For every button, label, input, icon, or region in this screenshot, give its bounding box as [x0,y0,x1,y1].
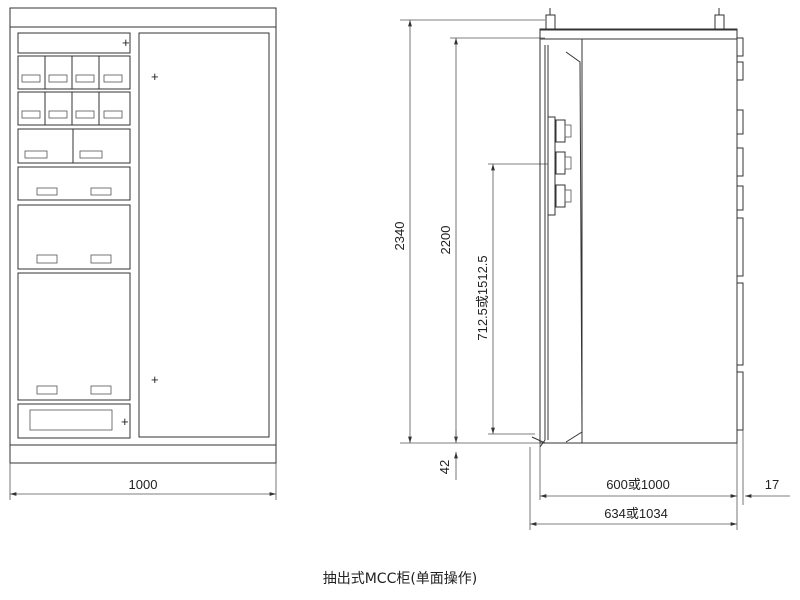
front-width-label: 1000 [129,477,158,492]
door-hinge-profile [565,51,583,443]
total-height-label: 2340 [392,222,407,251]
front-view: + [9,7,277,500]
lifting-lugs [545,8,725,30]
side-view: 2340 2200 712.5或1512.5 42 [392,8,790,530]
drawer-row-7: + [17,403,131,439]
depth-inner-label: 600或1000 [606,477,670,492]
drawer-row-5 [17,204,131,270]
drawer-row-6 [17,272,131,401]
depth-outer-label: 634或1034 [604,506,668,521]
cabinet-height-label: 2200 [438,226,453,255]
cabinet-top-cover [539,28,738,40]
front-door-profile [539,45,549,448]
busbar-height-label: 712.5或1512.5 [475,255,490,340]
drawer-row-4 [17,166,131,201]
drawer-row-2 [17,91,131,126]
base-height-label: 42 [437,460,452,474]
rear-edge-notches [736,37,744,431]
offset-label: 17 [765,477,779,492]
drawer-top-strip [17,32,131,54]
plus-mark: + [151,69,159,84]
drawer-row-1 [17,55,131,90]
front-outer-frame [9,7,277,464]
cable-compartment-door [138,32,270,438]
plus-mark: + [122,35,130,50]
cabinet-side-body [539,29,738,444]
drawer-row-3 [17,128,131,164]
drawing-caption: 抽出式MCC柜(单面操作) [322,571,478,587]
plus-mark: + [121,414,129,429]
busbar-clamps [547,116,572,216]
plus-mark: + [151,372,159,387]
